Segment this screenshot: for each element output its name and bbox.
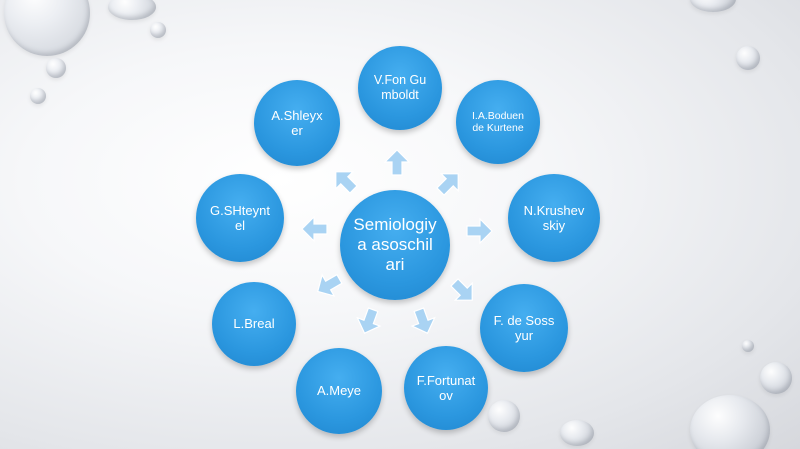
node-label: F. de Sossyur	[493, 312, 555, 343]
water-drop-decoration	[108, 0, 156, 20]
node-label: A.Shleyxer	[271, 107, 323, 138]
node-label: L.Breal	[233, 316, 275, 332]
water-drop-decoration	[488, 400, 520, 432]
node-shleyxer: A.Shleyxer	[254, 80, 340, 166]
node-boduen: I.A.Boduen de Kurtene	[456, 80, 540, 164]
node-fon-gumboldt: V.Fon Gumboldt	[358, 46, 442, 130]
node-label: G.SHteyntel	[210, 202, 270, 233]
arrow-icon	[356, 307, 382, 335]
node-meye: A.Meye	[296, 348, 382, 434]
center-node: Semiologiya asoschilari	[340, 190, 450, 300]
water-drop-decoration	[690, 395, 770, 449]
water-drop-decoration	[4, 0, 90, 56]
water-drop-decoration	[30, 88, 46, 104]
water-drop-decoration	[46, 58, 66, 78]
arrow-icon	[301, 215, 328, 243]
water-drop-decoration	[560, 420, 594, 446]
node-label: F.Fortunatov	[416, 372, 476, 403]
node-label: N.Krushevskiy	[523, 202, 585, 233]
arrow-icon	[383, 149, 411, 176]
water-drop-decoration	[742, 340, 754, 352]
water-drop-decoration	[690, 0, 736, 12]
arrow-icon	[466, 217, 493, 245]
node-label: V.Fon Gumboldt	[373, 73, 427, 102]
node-sossyur: F. de Sossyur	[480, 284, 568, 372]
node-shteyntel: G.SHteyntel	[196, 174, 284, 262]
water-drop-decoration	[736, 46, 760, 70]
node-label: I.A.Boduen de Kurtene	[472, 109, 524, 134]
node-breal: L.Breal	[212, 282, 296, 366]
node-label: A.Meye	[316, 383, 362, 399]
arrow-icon	[436, 173, 459, 196]
arrow-icon	[450, 278, 473, 301]
arrow-icon	[335, 171, 358, 194]
arrow-icon	[410, 307, 436, 335]
water-drop-decoration	[760, 362, 792, 394]
node-fortunatov: F.Fortunatov	[404, 346, 488, 430]
center-node-label: Semiologiya asoschilari	[353, 214, 437, 275]
arrow-icon	[317, 273, 343, 297]
node-krushevskiy: N.Krushevskiy	[508, 174, 600, 262]
water-drop-decoration	[150, 22, 166, 38]
